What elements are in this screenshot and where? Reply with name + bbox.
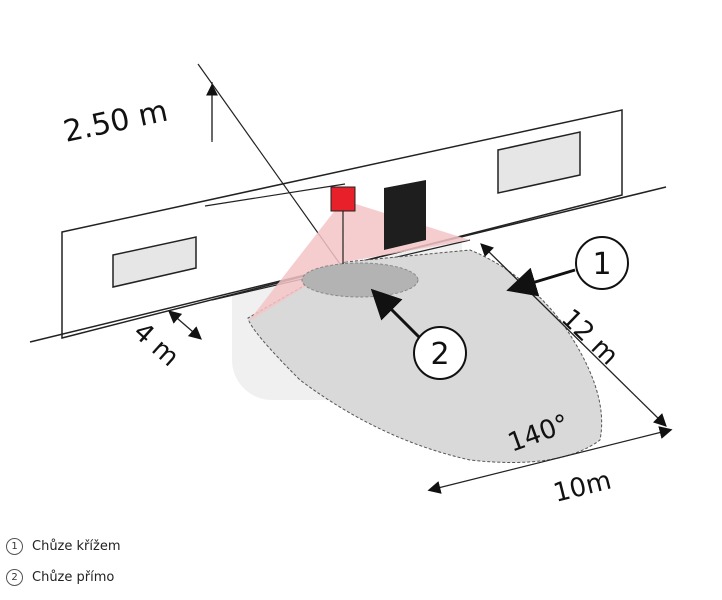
callout-2-number: 2	[430, 337, 449, 372]
legend-item: 2 Chůze přímo	[6, 566, 120, 588]
legend-number-badge: 1	[6, 537, 23, 555]
door	[384, 180, 426, 250]
sensor-beam-left	[248, 200, 345, 322]
legend-label: Chůze křížem	[32, 538, 121, 554]
inner-detection-zone	[301, 262, 419, 298]
reference-line-diagonal	[204, 183, 346, 207]
window-left	[112, 236, 197, 288]
reference-line-vertical	[197, 63, 341, 265]
height-label: 2.50 m	[60, 94, 171, 150]
width-dimension-line	[427, 426, 673, 494]
sensor	[330, 186, 356, 212]
callout-1-number: 1	[592, 247, 611, 282]
legend: 1 Chůze křížem 2 Chůze přímo	[6, 535, 120, 597]
side-dimension-line	[168, 310, 202, 340]
callout-2-circle	[413, 326, 467, 380]
legend-number-badge: 2	[6, 568, 23, 586]
side-label: 4 m	[127, 317, 184, 373]
legend-label: Chůze přímo	[32, 569, 115, 585]
callout-1-circle	[575, 236, 629, 290]
detection-range-diagram: 1 2 2.50 m 12 m 10m 4 m 140°	[29, 63, 673, 509]
window-right	[497, 131, 581, 194]
callout-1-arrow	[506, 267, 576, 297]
width-label: 10m	[550, 466, 614, 509]
legend-item: 1 Chůze křížem	[6, 535, 120, 557]
